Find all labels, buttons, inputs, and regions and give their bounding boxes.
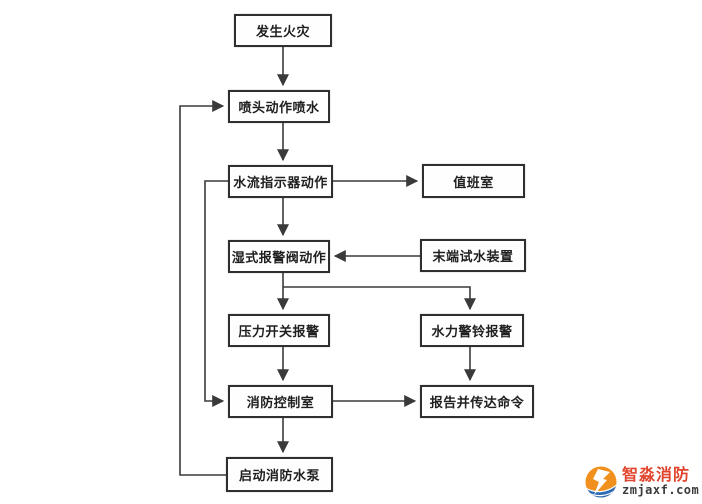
flow-node-sprinkler-activates: 喷头动作喷水 bbox=[228, 90, 330, 123]
brand-name: 智淼消防 bbox=[622, 465, 691, 485]
flow-node-pressure-switch-alarm: 压力开关报警 bbox=[228, 314, 330, 347]
flow-node-start-fire-pump: 启动消防水泵 bbox=[226, 457, 333, 492]
flow-node-wet-alarm-valve: 湿式报警阀动作 bbox=[228, 240, 330, 273]
flow-node-fire-control-room: 消防控制室 bbox=[228, 385, 333, 418]
brand-domain: zmjaxf.com bbox=[622, 483, 700, 498]
edge-indicator-feedback-to-controlroom bbox=[204, 180, 228, 407]
brand-logo-icon bbox=[585, 466, 617, 498]
edge-wetvalve-to-bell bbox=[283, 286, 476, 311]
edge-pump-feedback-to-sprinkler bbox=[179, 100, 226, 476]
flow-node-end-test-device: 末端试水装置 bbox=[420, 239, 526, 272]
flow-node-hydraulic-alarm-bell: 水力警铃报警 bbox=[420, 314, 524, 347]
brand-watermark: 智淼消防 zmjaxf.com bbox=[585, 466, 699, 498]
brand-text-block: 智淼消防 zmjaxf.com bbox=[622, 465, 700, 498]
flow-node-report-and-command: 报告并传达命令 bbox=[420, 385, 534, 418]
flow-node-duty-room: 值班室 bbox=[422, 164, 525, 198]
flow-node-fire-occurs: 发生火灾 bbox=[234, 14, 332, 47]
flow-node-water-flow-indicator: 水流指示器动作 bbox=[228, 165, 333, 198]
